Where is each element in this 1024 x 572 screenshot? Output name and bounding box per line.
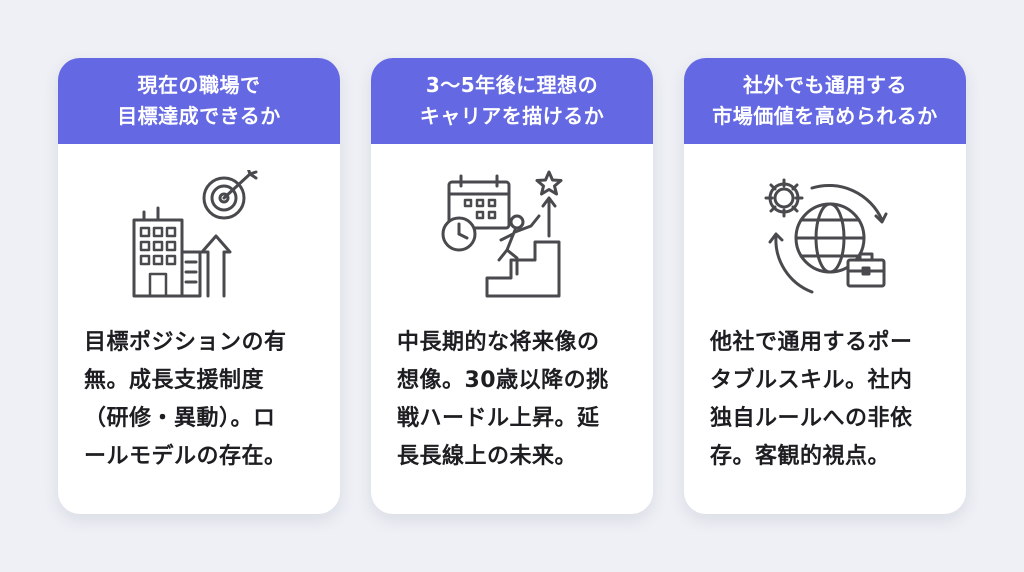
card-body-line: タブルスキル。社内 <box>710 368 913 393</box>
card-body: 中長期的な将来像の 想像。30歳以降の挑 戦ハードル上昇。延 長長線上の未来。 <box>397 324 635 476</box>
card-header: 社外でも通用する 市場価値を高められるか <box>684 58 966 144</box>
card-body-line: 戦ハードル上昇。延 <box>397 406 600 431</box>
card-body-line: ールモデルの存在。 <box>84 444 287 469</box>
card-body-line: 中長期的な将来像の <box>397 330 600 355</box>
globe-gear-briefcase-icon <box>684 170 966 300</box>
building-target-growth-icon <box>58 170 340 300</box>
card-header-line: 3〜5年後に理想の <box>425 73 599 97</box>
card-body-line: 存。客観的視点。 <box>710 444 891 469</box>
criteria-card-market-value: 社外でも通用する 市場価値を高められるか 他社で通用するポー タブ <box>684 58 966 514</box>
card-header-line: キャリアを描けるか <box>419 104 605 128</box>
card-body-line: 独自ルールへの非依 <box>710 406 913 431</box>
card-body-line: 目標ポジションの有 <box>84 330 287 355</box>
card-body: 他社で通用するポー タブルスキル。社内 独自ルールへの非依 存。客観的視点。 <box>710 324 948 476</box>
card-body-line: 長長線上の未来。 <box>397 444 578 469</box>
card-header-line: 社外でも通用する <box>743 73 907 97</box>
card-body-line: 他社で通用するポー <box>710 330 913 355</box>
criteria-card-current-workplace: 現在の職場で 目標達成できるか <box>58 58 340 514</box>
card-body: 目標ポジションの有 無。成長支援制度 （研修・異動）。ロ ールモデルの存在。 <box>84 324 322 476</box>
card-header-line: 現在の職場で <box>137 73 261 97</box>
card-body-line: （研修・異動）。ロ <box>84 406 276 431</box>
card-body-line: 無。成長支援制度 <box>84 368 265 393</box>
card-header: 3〜5年後に理想の キャリアを描けるか <box>371 58 653 144</box>
card-body-line: 想像。30歳以降の挑 <box>397 368 609 393</box>
card-header-line: 目標達成できるか <box>117 104 281 128</box>
calendar-climb-star-icon <box>371 170 653 300</box>
criteria-card-future-career: 3〜5年後に理想の キャリアを描けるか <box>371 58 653 514</box>
card-header-line: 市場価値を高められるか <box>712 104 938 128</box>
card-header: 現在の職場で 目標達成できるか <box>58 58 340 144</box>
